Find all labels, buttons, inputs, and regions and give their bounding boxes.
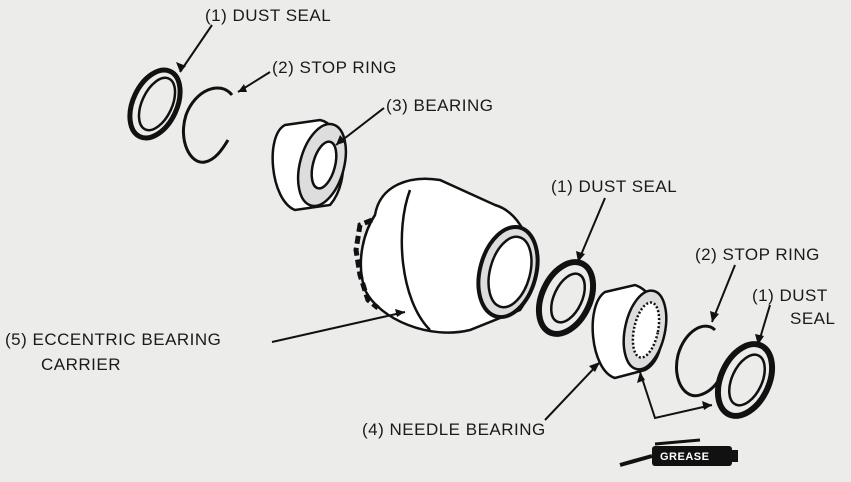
grease-gun-icon bbox=[619, 438, 738, 467]
label-dust-seal-top: (1) DUST SEAL bbox=[205, 6, 332, 25]
label-carrier-2: CARRIER bbox=[41, 355, 122, 374]
dust-seal-right bbox=[714, 341, 776, 419]
needle-bearing bbox=[591, 283, 668, 380]
label-stop-ring-top: (2) STOP RING bbox=[272, 58, 397, 77]
bearing bbox=[271, 118, 348, 212]
stop-ring-right bbox=[675, 324, 722, 398]
label-dust-seal-right-2: SEAL bbox=[790, 309, 836, 328]
label-needle-bearing: (4) NEEDLE BEARING bbox=[362, 420, 546, 439]
label-dust-seal-mid: (1) DUST SEAL bbox=[551, 177, 678, 196]
eccentric-bearing-carrier bbox=[353, 177, 540, 334]
label-stop-ring-right: (2) STOP RING bbox=[695, 245, 820, 264]
label-carrier-1: (5) ECCENTRIC BEARING bbox=[5, 330, 222, 349]
stop-ring-left bbox=[181, 86, 234, 164]
label-bearing: (3) BEARING bbox=[386, 96, 494, 115]
dust-seal-mid bbox=[535, 259, 597, 337]
grease-label: GREASE bbox=[660, 451, 710, 463]
dust-seal-left bbox=[127, 67, 183, 141]
label-dust-seal-right-1: (1) DUST bbox=[752, 286, 828, 305]
